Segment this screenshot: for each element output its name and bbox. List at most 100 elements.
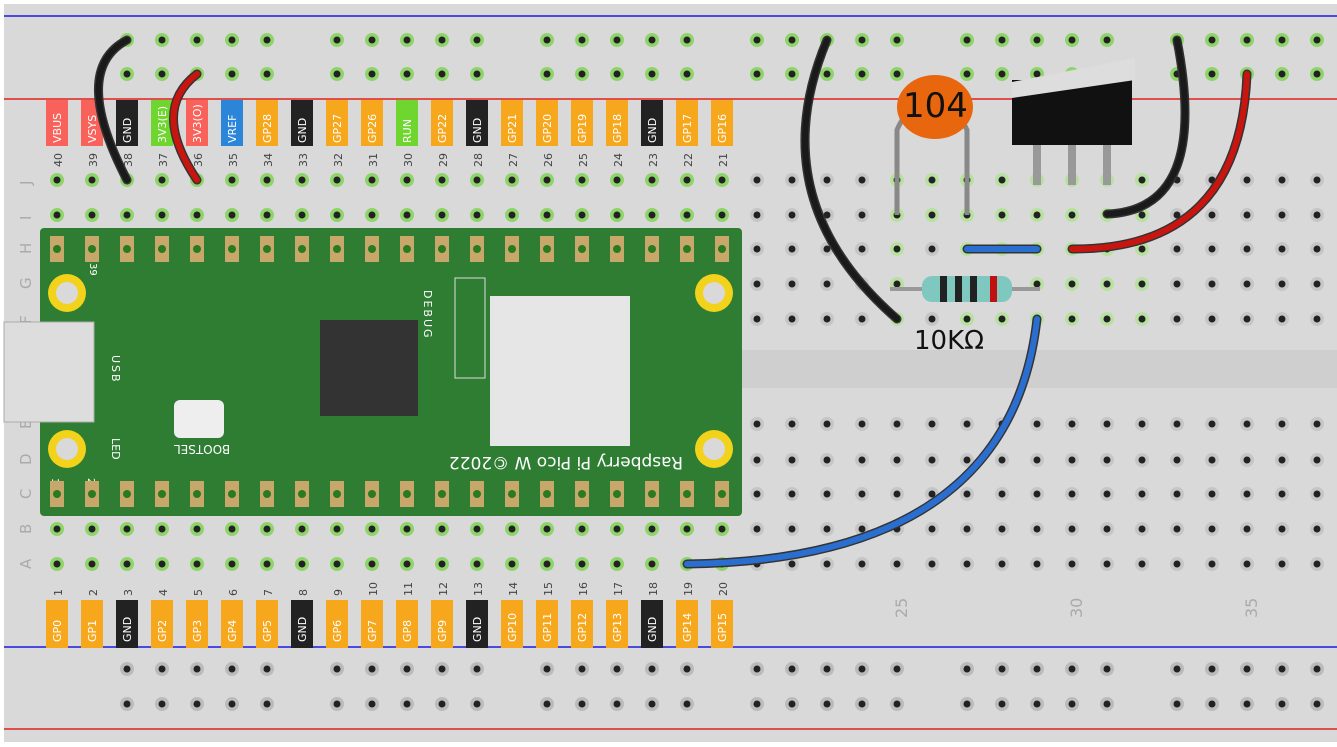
pico-pin-hole [263,490,271,498]
hole-center [1033,456,1041,464]
hole-center [1068,525,1076,533]
hole-center [1208,560,1216,568]
hole-center [963,490,971,498]
pin-number: 34 [262,153,275,167]
led-label: LED [109,438,122,460]
pico-pin-hole [298,490,306,498]
pin-label: GP19 [576,114,589,143]
wire [95,37,130,183]
hole-center [788,525,796,533]
rail-hole-center [1173,665,1181,673]
hole-center [998,211,1006,219]
pin-number: 4 [157,589,170,596]
wire [1069,71,1250,253]
hole-center [508,176,516,184]
pin-label: GP21 [506,114,519,143]
pin-label: GP15 [716,613,729,642]
hole-center [263,211,271,219]
row-letter: I [17,216,35,220]
hole-center [473,525,481,533]
pin-label-bg [46,100,68,146]
rail-hole-center [1068,665,1076,673]
hole-center [648,525,656,533]
pico-pin-hole [123,490,131,498]
hole-center [1173,245,1181,253]
hole-center [928,315,936,323]
pin-label-bg [221,600,243,648]
wire [170,71,200,183]
pin-label-bg [466,600,488,648]
rail-hole-center [1068,36,1076,44]
rail-hole-center [753,700,761,708]
pin-label-bg [431,100,453,146]
hole-center [1208,315,1216,323]
rail-hole-center [1208,700,1216,708]
hole-center [753,490,761,498]
hole-center [1138,560,1146,568]
pico-pin-hole [368,490,376,498]
hole-center [1278,245,1286,253]
rail-hole-center [998,70,1006,78]
hole-center [53,525,61,533]
hole-center [158,211,166,219]
rail-hole-center [1313,36,1321,44]
hole-center [1313,560,1321,568]
rail-hole-center [648,665,656,673]
hole-center [1173,456,1181,464]
hole-center [1173,490,1181,498]
hole-center [53,560,61,568]
pico-pin-hole [613,245,621,253]
hole-center [1068,211,1076,219]
hole-center [1313,420,1321,428]
hole-center [1173,315,1181,323]
hole-center [53,211,61,219]
pico-pin-hole [158,490,166,498]
pin-number: 24 [612,153,625,167]
rail-hole-center [403,665,411,673]
pico-pin-hole [578,490,586,498]
pin-label-bg [151,100,173,146]
hole-center [263,176,271,184]
hole-center [998,560,1006,568]
pin-label: GP16 [716,114,729,143]
rail-hole-center [1033,70,1041,78]
pin-label-bg [186,100,208,146]
pin-label-bg [361,600,383,648]
rail-hole-center [858,36,866,44]
hole-center [753,176,761,184]
hole-center [1243,176,1251,184]
pin-label-bg [186,600,208,648]
rail-hole-center [1103,36,1111,44]
mount-hole-center [56,438,78,460]
hole-center [823,456,831,464]
rail-hole-center [1103,665,1111,673]
hole-center [928,490,936,498]
corner-pin: 39 [87,263,98,276]
rail-hole-center [1243,700,1251,708]
rail-hole-center [1208,665,1216,673]
pin-number: 31 [367,153,380,167]
rail-hole-center [1243,665,1251,673]
rail-hole-center [683,665,691,673]
rail-hole-center [438,70,446,78]
hole-center [858,525,866,533]
hole-center [858,245,866,253]
row-letter: G [17,277,35,289]
hole-center [823,211,831,219]
rail-hole-center [788,665,796,673]
pin-label: GP14 [681,613,694,642]
hole-center [823,245,831,253]
hole-center [578,560,586,568]
pin-number: 17 [612,582,625,596]
hole-center [858,490,866,498]
pin-number: 3 [122,589,135,596]
pin-label-bg [711,100,733,146]
hole-center [508,560,516,568]
hole-center [1033,560,1041,568]
pin-number: 13 [472,582,485,596]
rail-hole-center [158,36,166,44]
pin-number: 33 [297,153,310,167]
hole-center [823,315,831,323]
rail-hole-center [998,700,1006,708]
rail-hole-center [648,700,656,708]
